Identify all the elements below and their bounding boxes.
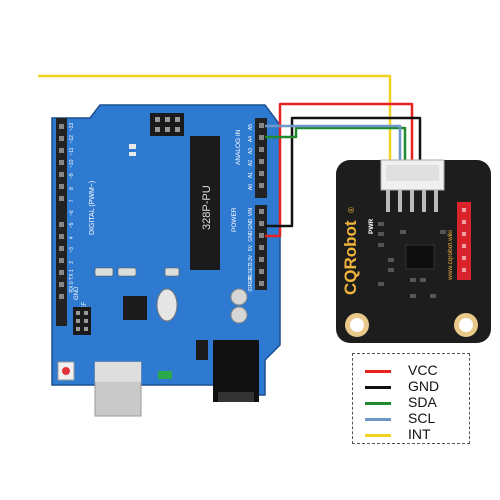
- legend-label-gnd: GND: [408, 378, 440, 394]
- digital-pin-label-6: 7: [69, 199, 75, 202]
- module-brand: CQRobot: [341, 220, 360, 295]
- wire-legend: VCC GND SDA SCL INT: [352, 353, 470, 444]
- module-chip: [405, 244, 435, 270]
- legend-item-sda: SDA: [353, 394, 471, 411]
- side-header: [457, 202, 471, 280]
- gnd-label: GND: [74, 286, 80, 300]
- digital-pin-label-0: ~13: [69, 123, 75, 132]
- digital-pin-label-5: 8: [69, 187, 75, 190]
- power-label: POWER: [231, 207, 238, 232]
- dc-power-jack: [213, 340, 259, 402]
- legend-swatch-sda: [365, 402, 391, 405]
- digital-pin-label-11: 2: [69, 261, 75, 264]
- analog-pin-label-4: A1: [248, 172, 254, 178]
- module-pwr-label: PWR: [368, 219, 375, 234]
- legend-item-int: INT: [353, 426, 471, 443]
- legend-label-scl: SCL: [408, 410, 436, 426]
- analog-pin-label-5: A0: [248, 184, 254, 190]
- digital-pin-label-7: ~6: [69, 210, 75, 216]
- digital-pin-label-12: TX 1: [69, 269, 75, 280]
- legend-item-scl: SCL: [353, 410, 471, 427]
- capacitor-1: [230, 288, 248, 306]
- wire-vcc: [265, 102, 414, 238]
- digital-pin-label-2: ~11: [69, 147, 75, 155]
- digital-header-pins: [59, 124, 64, 299]
- wire-int: [38, 74, 392, 160]
- capacitor-2: [230, 306, 248, 324]
- legend-swatch-vcc: [365, 370, 391, 373]
- wires: [38, 74, 422, 238]
- legend-item-vcc: VCC: [353, 362, 471, 379]
- legend-swatch-scl: [365, 418, 391, 421]
- analog-label: ANALOG IN: [235, 129, 242, 165]
- crystal: [94, 267, 114, 277]
- analog-pin-label-1: A4: [248, 136, 254, 142]
- power-pin-label-6: IOREF: [248, 276, 254, 291]
- digital-pin-label-3: ~10: [69, 159, 75, 168]
- module-registered-mark: ®: [347, 207, 356, 213]
- arduino-pcb: [51, 104, 281, 396]
- legend-item-gnd: GND: [353, 378, 471, 395]
- analog-pin-label-0: A5: [248, 124, 254, 130]
- legend-swatch-gnd: [365, 386, 391, 389]
- wire-sda: [265, 126, 407, 160]
- arduino-board: DIGITAL (PWM~) AREF GND 328P-PU ANALOG I…: [51, 104, 281, 417]
- digital-pin-label-1: ~12: [69, 135, 75, 144]
- digital-label: DIGITAL (PWM~): [89, 181, 96, 235]
- power-pin-label-3: 5V: [248, 244, 254, 251]
- voltage-regulator: [196, 340, 208, 360]
- legend-label-int: INT: [408, 426, 431, 442]
- icsp-header-2: [73, 307, 91, 335]
- digital-pin-label-8: ~5: [69, 222, 75, 228]
- power-pin-label-1: GND: [248, 218, 254, 230]
- legend-label-sda: SDA: [408, 394, 437, 410]
- chip-label: 328P-PU: [201, 185, 213, 230]
- microcontroller-chip: [190, 136, 220, 270]
- wire-gnd: [265, 116, 422, 228]
- legend-swatch-int: [365, 434, 391, 437]
- digital-pin-label-10: ~3: [69, 247, 75, 253]
- power-pin-label-2: GND: [248, 230, 254, 242]
- digital-pin-label-9: 4: [69, 236, 75, 239]
- digital-pin-label-4: ~9: [69, 173, 75, 179]
- digital-pin-label-13: RX 0: [69, 281, 75, 292]
- legend-label-vcc: VCC: [408, 362, 438, 378]
- led: [129, 144, 136, 149]
- wire-scl: [265, 124, 402, 160]
- usb-chip: [123, 296, 147, 320]
- module-website: www.cqrobot.wiki: [447, 230, 454, 281]
- icsp-header: [150, 113, 184, 136]
- analog-pin-label-2: A3: [248, 148, 254, 154]
- power-pin-label-5: RESET: [248, 264, 254, 281]
- digital-pin-labels: ~13 ~12 ~11 ~10 ~9 8 7 ~6 ~5 4 ~3 2 TX 1RX 0: [69, 123, 75, 293]
- power-pin-label-4: 3.3V: [248, 254, 254, 265]
- oscillator: [156, 288, 178, 322]
- cqrobot-module: CQRobot ® PWR www.cqrobot.wiki: [336, 159, 491, 343]
- analog-pin-label-3: A2: [248, 160, 254, 166]
- power-pin-label-0: VIN: [248, 207, 254, 216]
